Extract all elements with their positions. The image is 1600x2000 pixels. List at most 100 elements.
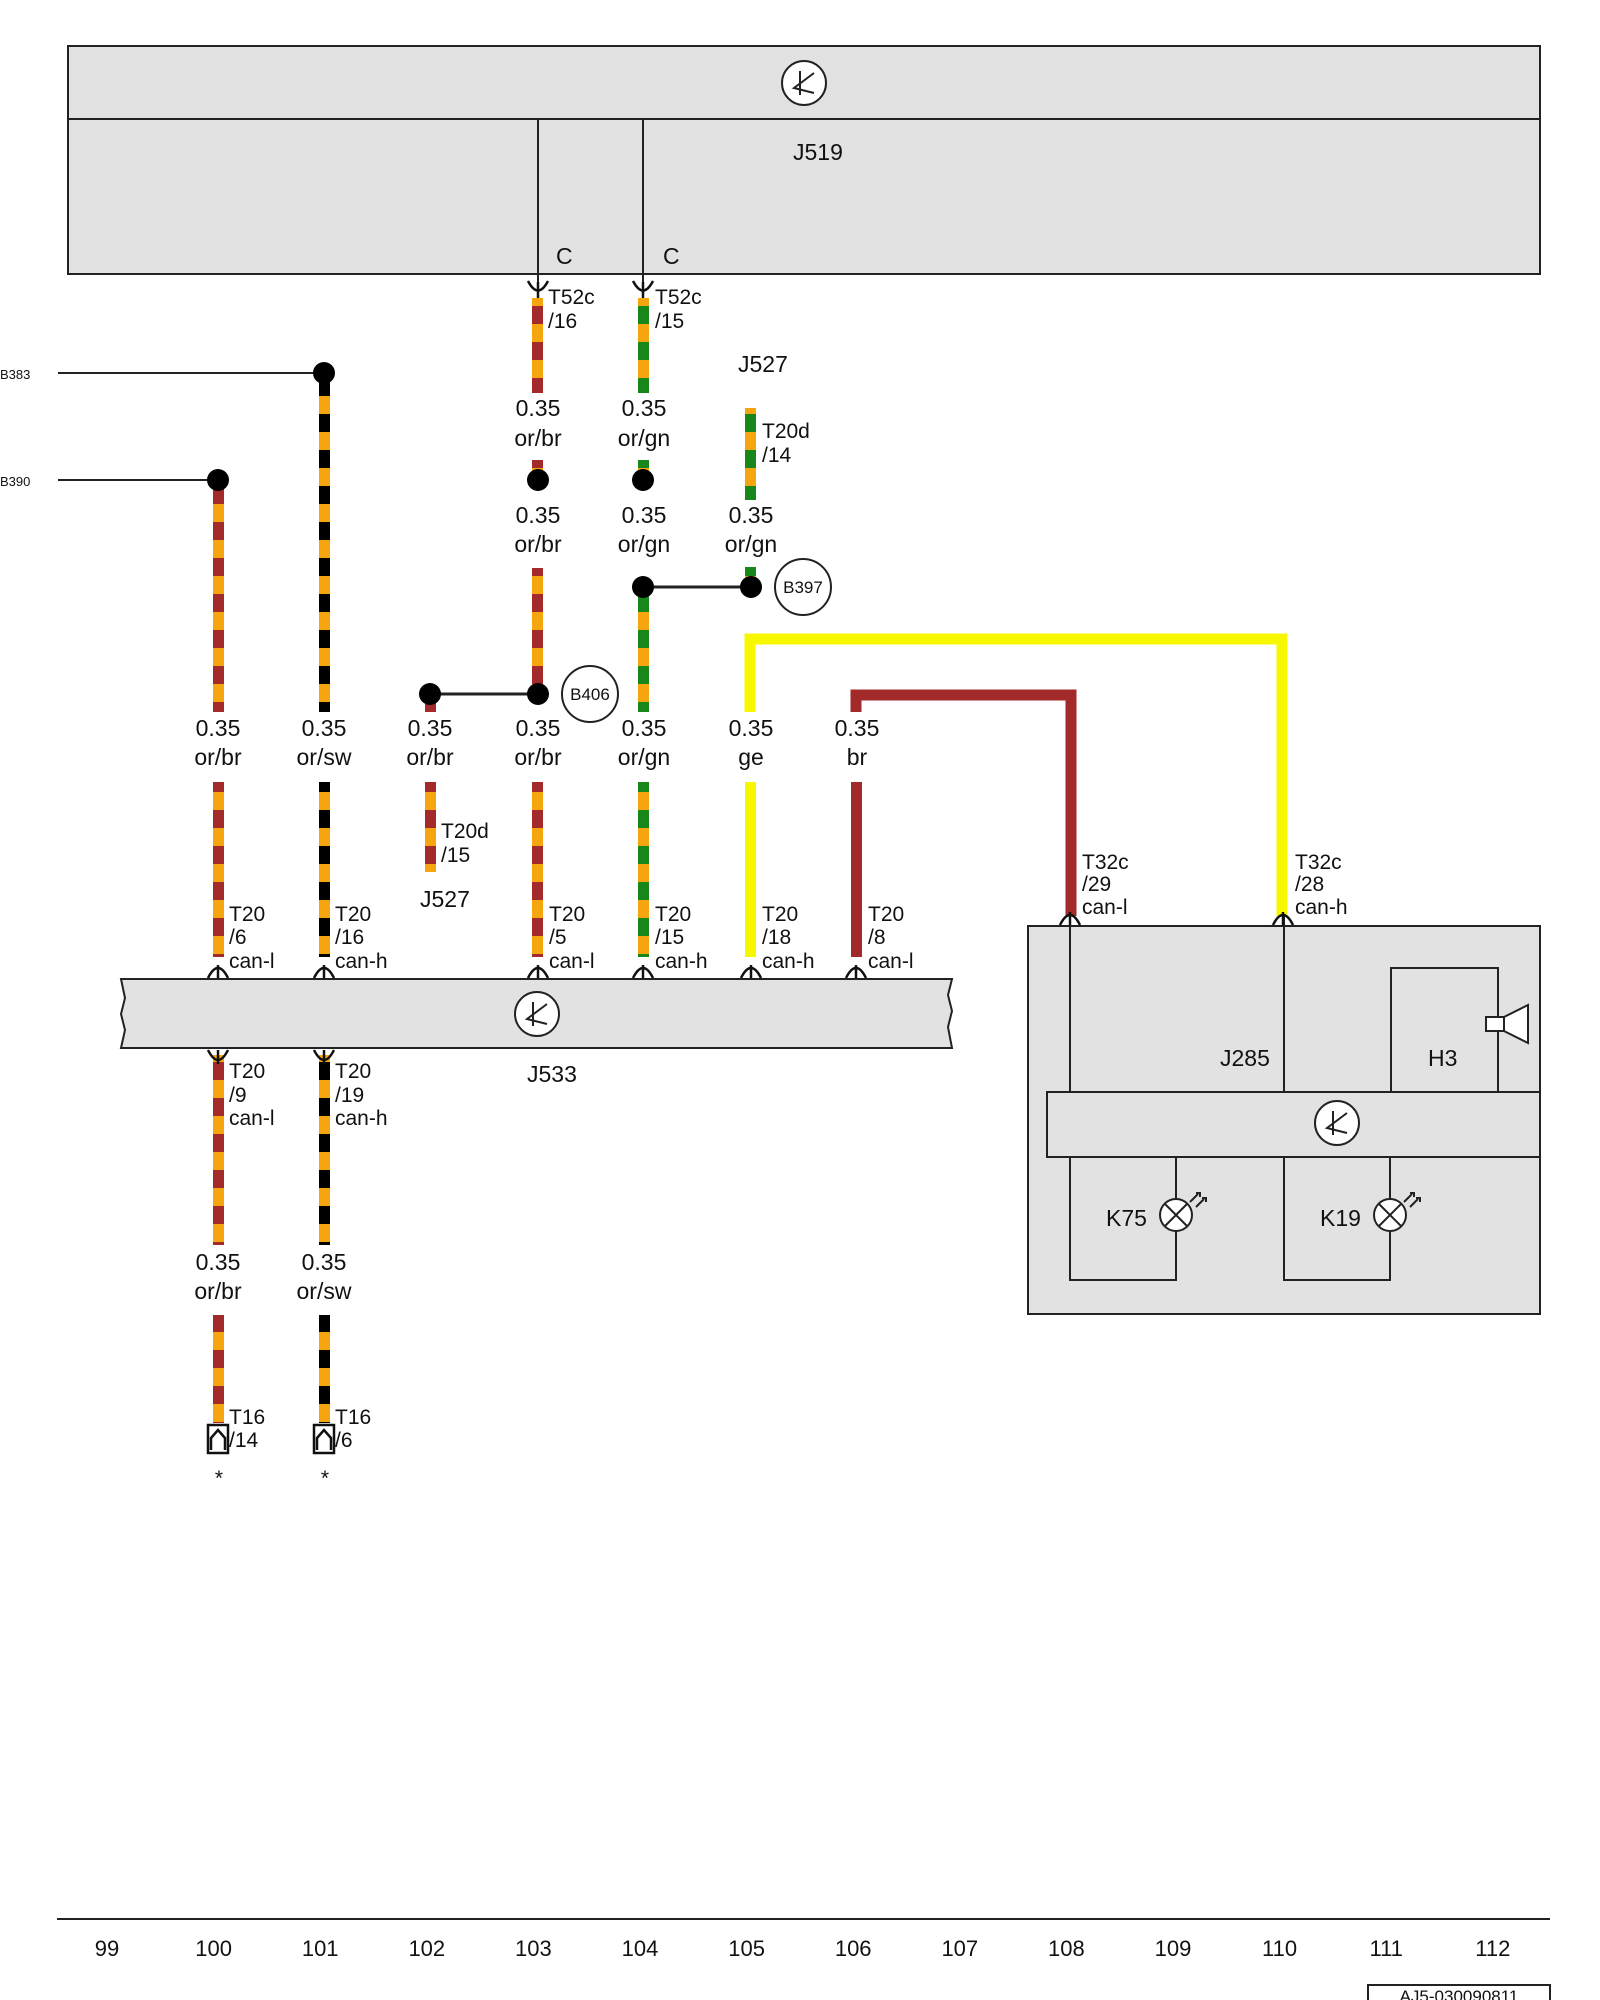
pin-connector-icon	[631, 280, 655, 298]
connector-label: T20	[335, 1060, 371, 1083]
warning-lamp-icon	[1373, 1192, 1421, 1232]
wire-size: 0.35	[302, 1249, 347, 1275]
connector-label: T20	[229, 1060, 265, 1083]
wire-size: 0.35	[516, 502, 561, 528]
wire-color: or/br	[406, 744, 454, 770]
connector-label: T20d	[441, 820, 489, 843]
wire-labels: 0.35 or/br 0.35 or/gn 0.35 or/br 0.35 or…	[194, 395, 879, 1304]
yellow-wire-run	[744, 633, 1288, 916]
pin-connector-icon	[526, 280, 550, 298]
reference-code: AJ5-030090811	[1400, 1987, 1519, 2000]
connector-label: /6	[229, 926, 247, 949]
splice-dot	[632, 576, 654, 598]
splice-points	[207, 362, 762, 705]
pin-connector-icon	[312, 1049, 336, 1064]
wire-segment	[319, 373, 330, 712]
wire-color: or/br	[194, 1278, 242, 1304]
wire-color: or/br	[514, 425, 562, 451]
splice-dot	[632, 469, 654, 491]
j527-mid-label: J527	[420, 886, 470, 912]
splice-b406: B406	[561, 665, 619, 723]
column-number: 101	[302, 1936, 339, 1961]
connector-label: T20	[549, 903, 585, 926]
connector-label: can-h	[335, 1107, 388, 1130]
wire-size: 0.35	[302, 715, 347, 741]
connector-label: can-l	[229, 950, 275, 973]
diagnostic-pin-icon	[312, 1423, 336, 1455]
connector-label: T20	[229, 903, 265, 926]
connector-label: T20	[868, 903, 904, 926]
wire-size: 0.35	[622, 715, 667, 741]
pin-connector-icon	[206, 1049, 230, 1064]
wire-size: 0.35	[516, 395, 561, 421]
connector-label: /29	[1082, 873, 1111, 896]
wire-size: 0.35	[408, 715, 453, 741]
wire-color: or/br	[194, 744, 242, 770]
j533-unit: J533	[119, 978, 954, 1087]
splice-dot	[527, 469, 549, 491]
connector-label: can-l	[229, 1107, 275, 1130]
pin-symbols	[206, 280, 1295, 1455]
diagnostic-pin-icon	[206, 1423, 230, 1455]
column-number: 112	[1475, 1936, 1510, 1961]
connector-label: T16	[229, 1406, 265, 1429]
j519-label: J519	[793, 139, 843, 165]
connector-label: /15	[441, 844, 470, 867]
connector-label: can-h	[762, 950, 815, 973]
wire-color: ge	[738, 744, 764, 770]
j533-label: J533	[527, 1061, 577, 1087]
wire-color: or/sw	[297, 1278, 352, 1304]
wire-segment	[532, 782, 543, 957]
connector-label: can-h	[1295, 896, 1348, 919]
wire-segment	[213, 1055, 224, 1245]
column-number: 103	[515, 1936, 552, 1961]
column-number: 111	[1369, 1936, 1402, 1961]
connector-label: T20	[335, 903, 371, 926]
wire-segment	[319, 1055, 330, 1245]
connector-label: /15	[655, 310, 684, 333]
control-unit-symbol-icon	[514, 991, 560, 1037]
splice-dot	[313, 362, 335, 384]
connector-label: /8	[868, 926, 886, 949]
warning-lamp-icon	[1159, 1192, 1207, 1232]
wire-color: or/gn	[618, 425, 670, 451]
wire-color: or/gn	[618, 531, 670, 557]
b383-ref: B383	[0, 367, 30, 382]
column-number: 100	[195, 1936, 232, 1961]
wire-segment	[213, 1315, 224, 1423]
pin-connector-icon	[844, 965, 868, 979]
connector-label: /9	[229, 1084, 247, 1107]
b397-label: B397	[783, 578, 823, 597]
connector-label: /16	[548, 310, 577, 333]
pin-connector-icon	[739, 965, 763, 979]
j285-label: J285	[1220, 1045, 1270, 1071]
wire-size: 0.35	[196, 715, 241, 741]
connector-label: T20	[655, 903, 691, 926]
column-number: 106	[835, 1936, 872, 1961]
connector-label: T32c	[1082, 851, 1129, 874]
wire-color: br	[847, 744, 868, 770]
connector-label: /15	[655, 926, 684, 949]
control-unit-symbol-icon	[781, 60, 827, 106]
column-number: 104	[622, 1936, 659, 1961]
j519-pin-c2: C	[663, 243, 680, 269]
connector-label: T52c	[548, 286, 595, 309]
thin-connection-lines	[58, 372, 751, 696]
wire-segment	[532, 298, 543, 393]
connector-label: can-h	[655, 950, 708, 973]
column-number: 99	[95, 1936, 119, 1961]
connector-label: T20	[762, 903, 798, 926]
wire-size: 0.35	[622, 395, 667, 421]
connector-label: T20d	[762, 420, 810, 443]
splice-dot	[527, 683, 549, 705]
k19-label: K19	[1320, 1205, 1361, 1231]
wire-color: or/br	[514, 744, 562, 770]
wire-size: 0.35	[835, 715, 880, 741]
k75-label: K75	[1106, 1205, 1147, 1231]
column-number: 107	[941, 1936, 978, 1961]
wire-size: 0.35	[729, 502, 774, 528]
wire-size: 0.35	[196, 1249, 241, 1275]
splice-dot	[419, 683, 441, 705]
j519-unit: J519 C C	[67, 45, 1541, 288]
